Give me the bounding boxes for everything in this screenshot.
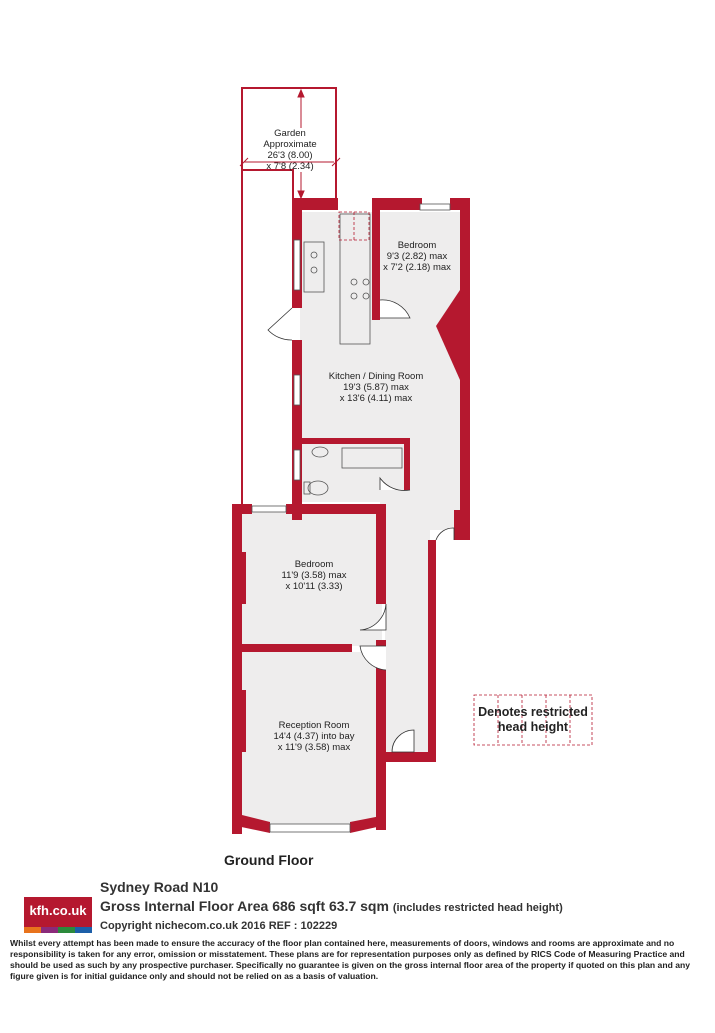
fixtures [303,213,403,496]
kitchen-width: x 13'6 (4.11) max [339,393,413,404]
windows [251,203,451,833]
reception-label: Reception Room 14'4 (4.37) into bay x 11… [258,720,370,753]
property-area: Gross Internal Floor Area 686 sqft 63.7 … [100,898,563,914]
reception-length: 14'4 (4.37) into bay [273,731,355,742]
kitchen-length: 19'3 (5.87) max [343,382,409,393]
bedroom-front-name: Bedroom [294,559,334,570]
bedroom-front-width: x 10'11 (3.33) [285,581,343,592]
logo-stripe-purple [41,927,58,933]
reception-name: Reception Room [278,720,350,731]
logo-stripe-green [58,927,75,933]
disclaimer: Whilst every attempt has been made to en… [10,938,691,981]
bedroom-rear-length: 9'3 (2.82) max [386,251,448,262]
doors [267,299,455,753]
copyright: Copyright nichecom.co.uk 2016 REF : 1022… [100,920,338,932]
area-value: Gross Internal Floor Area 686 sqft 63.7 … [100,898,389,914]
legend-line-1: Denotes restricted [478,705,588,719]
walls [232,198,470,834]
legend-line-2: head height [497,720,569,734]
property-address: Sydney Road N10 [100,879,219,895]
logo-stripes [24,927,92,933]
garden-name: Garden [274,128,306,139]
bedroom-rear-width: x 7'2 (2.18) max [383,262,451,273]
garden-approx: Approximate [263,139,317,150]
bedroom-front-label: Bedroom 11'9 (3.58) max x 10'11 (3.33) [266,559,362,592]
floor-fill [242,212,460,824]
legend-text: Denotes restricted head height [474,705,592,735]
restricted-height-legend: Denotes restricted head height [474,695,592,745]
logo-stripe-orange [24,927,41,933]
restricted-height-markers [338,211,370,241]
legend-box [473,694,593,746]
reception-width: x 11'9 (3.58) max [277,742,351,753]
logo-text: kfh.co.uk [29,903,87,918]
logo-stripe-blue [75,927,92,933]
garden-length: 26'3 (8.00) [267,150,313,161]
kitchen-label: Kitchen / Dining Room 19'3 (5.87) max x … [318,371,434,404]
area-note: (includes restricted head height) [392,902,563,914]
garden-dimension-arrows [239,88,341,200]
bedroom-rear-label: Bedroom 9'3 (2.82) max x 7'2 (2.18) max [374,240,460,273]
bedroom-rear-name: Bedroom [397,240,437,251]
garden-label: Garden Approximate 26'3 (8.00) x 7'8 (2.… [250,128,330,172]
garden-width: x 7'8 (2.34) [266,161,314,172]
floor-label: Ground Floor [224,852,314,868]
bedroom-front-length: 11'9 (3.58) max [281,570,347,581]
kitchen-name: Kitchen / Dining Room [328,371,424,382]
garden-outline [241,87,337,505]
kfh-logo[interactable]: kfh.co.uk [24,897,92,927]
